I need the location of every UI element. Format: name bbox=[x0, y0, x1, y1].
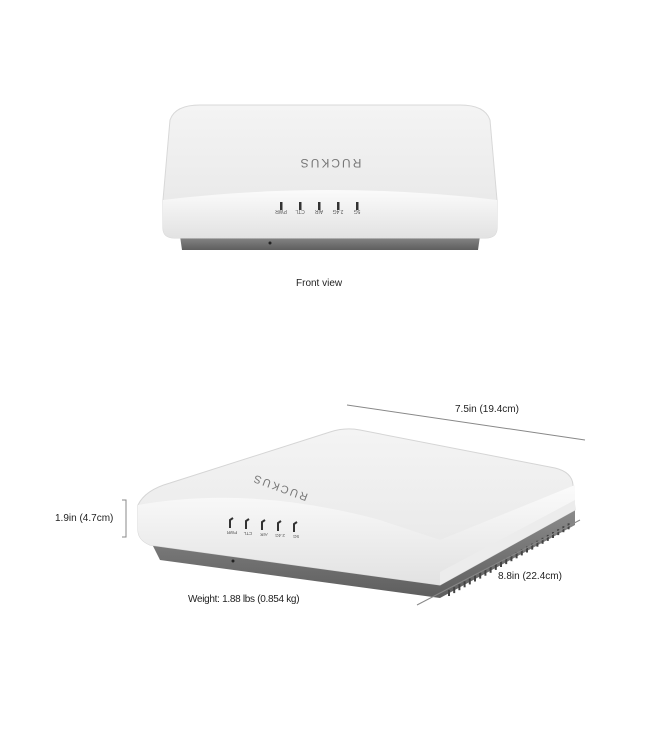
led-indicator bbox=[337, 202, 340, 210]
width-dimension-line bbox=[346, 404, 586, 441]
front-view-device: RUCKUS PWR CTL AIR 2.4G 5G bbox=[162, 104, 498, 250]
led-indicator bbox=[245, 518, 250, 529]
led-indicator bbox=[261, 519, 266, 530]
width-label: 7.5in (19.4cm) bbox=[455, 404, 519, 415]
led-indicator bbox=[277, 520, 282, 531]
vent-slot bbox=[463, 581, 466, 588]
led-indicator bbox=[299, 202, 302, 210]
vent-slot bbox=[510, 555, 513, 562]
front-view-caption: Front view bbox=[296, 278, 343, 289]
device-front-face bbox=[163, 190, 497, 238]
height-label: 1.9in (4.7cm) bbox=[55, 513, 114, 524]
vent-slot bbox=[520, 549, 523, 556]
led-indicator bbox=[318, 202, 321, 210]
height-dimension-bracket bbox=[122, 499, 127, 538]
vent-slot bbox=[505, 558, 508, 565]
vent-slot bbox=[557, 529, 560, 536]
led-indicator bbox=[229, 517, 234, 528]
reset-hole bbox=[268, 241, 272, 245]
depth-label: 8.8in (22.4cm) bbox=[498, 571, 562, 582]
vent-slot bbox=[494, 563, 497, 570]
device-base bbox=[150, 510, 575, 598]
vent-slot bbox=[458, 584, 461, 591]
led-label: 5G bbox=[293, 534, 300, 539]
vent-slot bbox=[515, 552, 518, 559]
led-indicator bbox=[280, 202, 283, 210]
vent-slot bbox=[541, 537, 544, 544]
led-label: AIR bbox=[260, 532, 268, 537]
led-label: CTL bbox=[243, 531, 252, 536]
vent-slot bbox=[546, 534, 549, 541]
led-label: 2.4G bbox=[275, 533, 285, 538]
led-label: PWR bbox=[275, 208, 287, 214]
vent-slot bbox=[474, 575, 476, 582]
vent-slot bbox=[468, 578, 471, 585]
depth-dimension-line bbox=[416, 519, 581, 606]
led-label: AIR bbox=[314, 208, 323, 214]
led-label: PWR bbox=[226, 530, 237, 535]
vent-slot bbox=[479, 572, 482, 579]
vent-slot bbox=[489, 566, 492, 573]
device-base bbox=[180, 236, 480, 250]
reset-hole bbox=[231, 559, 235, 563]
vent-slot bbox=[448, 590, 450, 596]
vent-slot bbox=[484, 569, 487, 576]
led-label: CTL bbox=[295, 208, 305, 214]
vent-slot bbox=[453, 587, 456, 594]
led-label: 5G bbox=[354, 208, 361, 214]
led-indicator bbox=[356, 202, 359, 210]
vent-slot bbox=[536, 540, 539, 547]
led-indicator bbox=[293, 521, 298, 532]
weight-label: Weight: 1.88 lbs (0.854 kg) bbox=[188, 594, 300, 605]
vent-slot bbox=[531, 543, 534, 550]
vent-slot bbox=[500, 561, 502, 567]
vent-slot bbox=[526, 546, 528, 553]
vent-slot bbox=[552, 532, 554, 538]
led-label: 2.4G bbox=[332, 208, 343, 214]
brand-logo: RUCKUS bbox=[299, 156, 362, 170]
